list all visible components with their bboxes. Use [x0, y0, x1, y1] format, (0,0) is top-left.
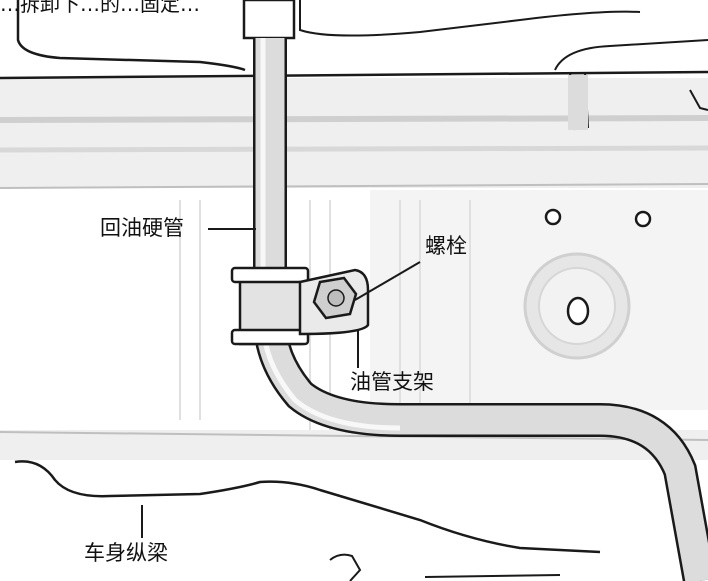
- cross-member-line-2: [0, 145, 708, 153]
- label-return-hard-pipe: 回油硬管: [100, 216, 184, 240]
- panel-hole-right: [634, 210, 652, 228]
- label-frame-rail: 车身纵梁: [84, 541, 168, 565]
- return-hard-pipe-fill: [255, 38, 708, 581]
- right-bracket-shade: [568, 75, 588, 130]
- frame-rail-outline: [14, 460, 601, 554]
- bolt-washer: [327, 289, 345, 307]
- cross-member: [0, 78, 708, 188]
- leader-bolt: [354, 261, 421, 301]
- upper-panel-right-outline: [299, 0, 641, 37]
- cross-member-top-edge: [0, 70, 708, 80]
- label-pipe-bracket: 油管支架: [350, 370, 434, 394]
- panel-hole-left: [544, 208, 562, 226]
- pipe-clamp-bottom-band: [230, 328, 310, 346]
- caption-fragment: …拆卸下…的…固定…: [0, 0, 200, 16]
- pipe-clamp-top-band: [230, 266, 310, 284]
- frame-rail-top-edge: [0, 431, 708, 441]
- label-bolt: 螺栓: [425, 234, 467, 258]
- panel-boss-hole: [566, 296, 590, 326]
- cross-member-line-1: [0, 115, 708, 123]
- frame-rail-lower-detail: [329, 553, 561, 581]
- pipe-top-fitting: [242, 0, 296, 40]
- upper-panel-outline: [16, 0, 246, 72]
- cross-member-bottom-edge: [0, 183, 708, 189]
